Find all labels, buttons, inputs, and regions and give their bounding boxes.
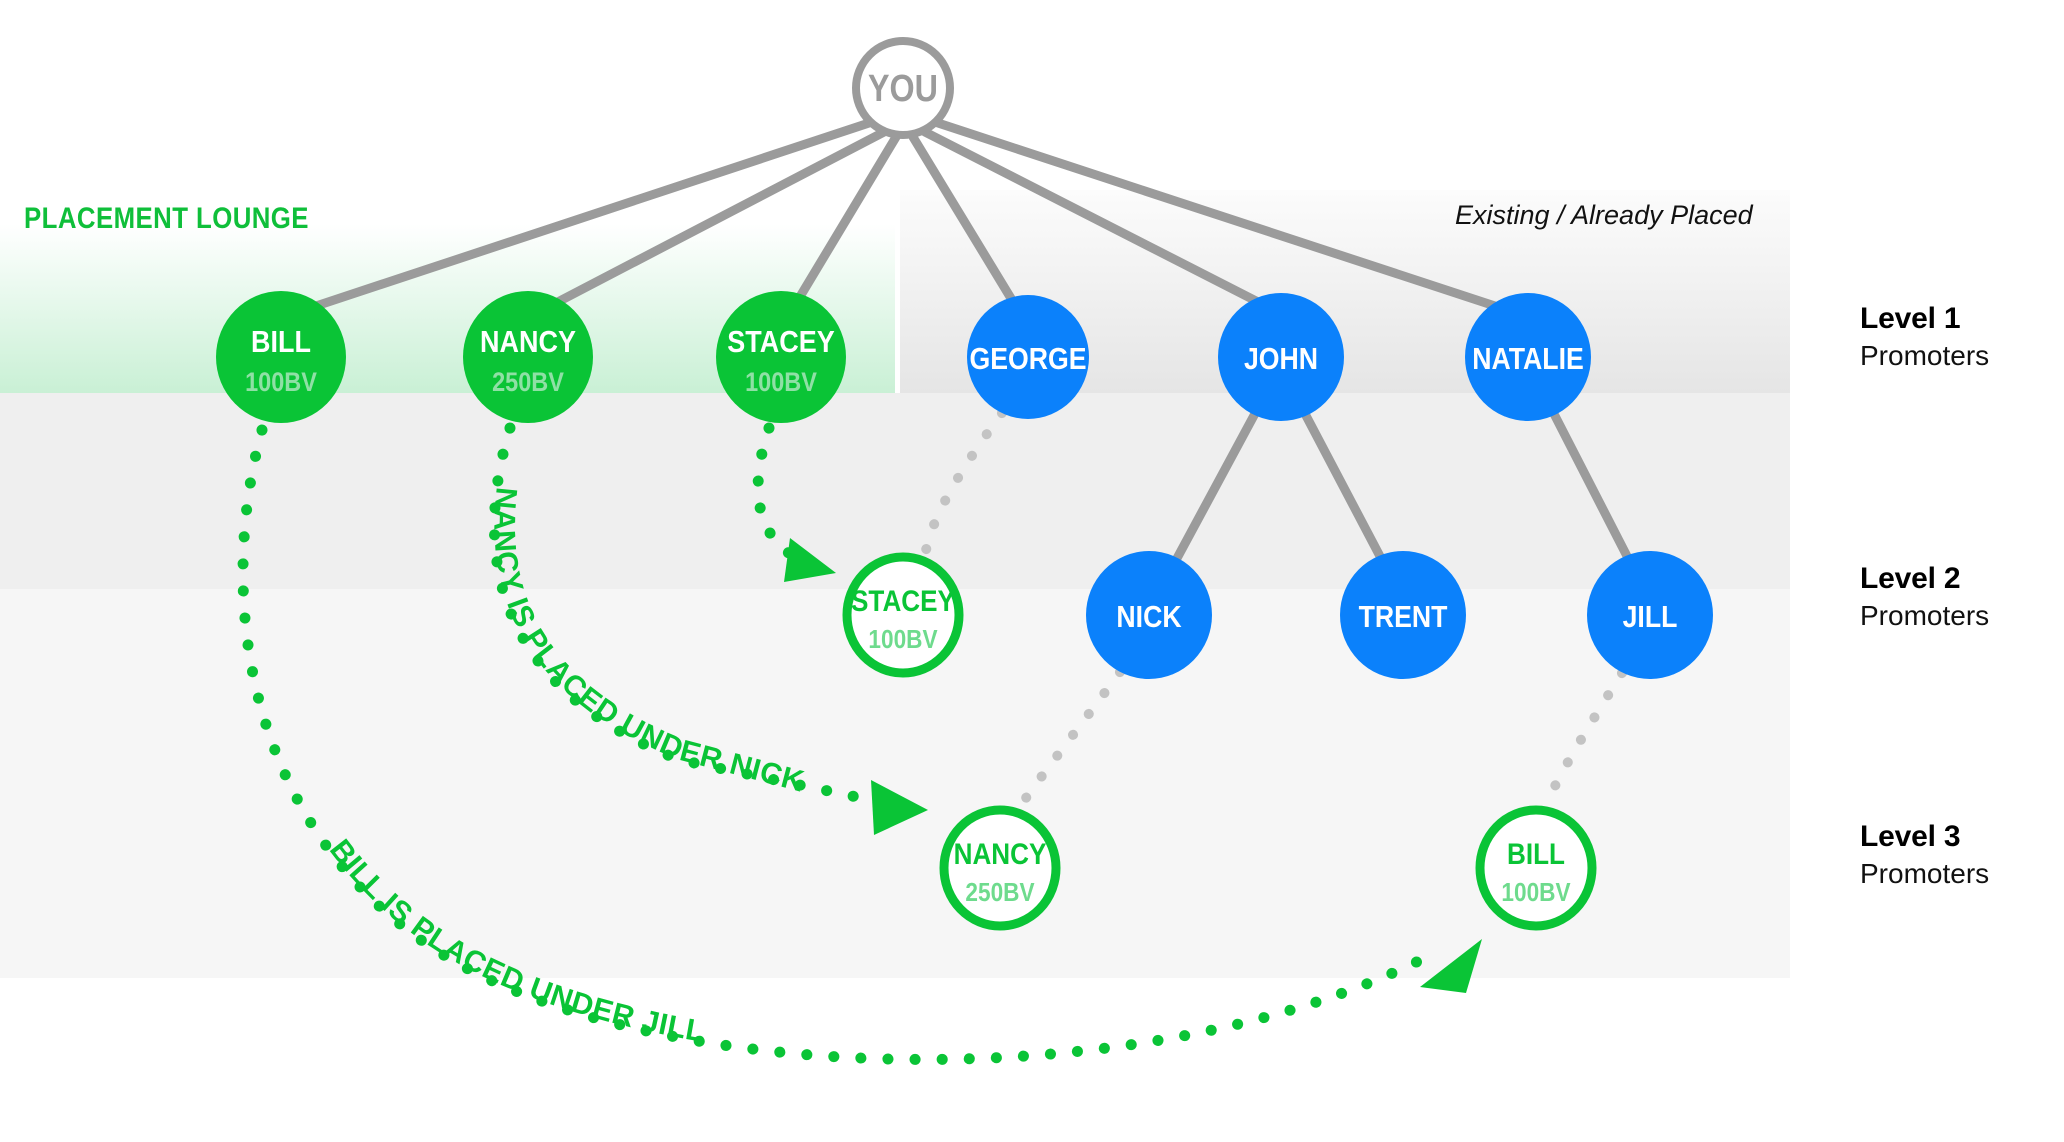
level-1-subtitle: Promoters [1860,339,1990,371]
solid-links [305,117,1635,567]
node-you-label: YOU [868,68,938,110]
node-nick[interactable]: NICK [1086,551,1212,679]
level-1-legend: Level 1 Promoters [1860,300,2064,373]
node-john-name: JOHN [1244,342,1318,376]
node-stacey-placed-name: STACEY [851,584,955,617]
node-nancy-placed-bv: 250BV [965,879,1035,908]
node-george[interactable]: GEORGE [967,295,1089,419]
level-3-title: Level 3 [1860,820,1961,853]
level-2-subtitle: Promoters [1860,599,1990,631]
node-john[interactable]: JOHN [1218,293,1344,421]
node-stacey-placed-bv: 100BV [868,626,938,655]
level-2-legend: Level 2 Promoters [1860,560,2064,633]
node-nancy-placed-name: NANCY [954,837,1047,870]
node-natalie-name: NATALIE [1472,342,1584,376]
node-john-shape [1218,293,1344,421]
existing-already-placed-label: Existing / Already Placed [1455,200,1753,230]
node-stacey-placed[interactable]: STACEY 100BV [842,552,964,678]
node-nancy-lounge-shape [463,291,593,423]
node-nick-shape [1086,551,1212,679]
node-you-circle [852,37,954,139]
dot-george-stacey [920,408,1007,561]
level-3-legend: Level 3 Promoters [1860,818,2064,891]
node-george-shape [967,295,1089,419]
node-trent[interactable]: TRENT [1340,551,1466,679]
level-3-subtitle: Promoters [1860,857,1990,889]
arrow-stacey-path [752,422,826,574]
link-you-george [908,132,1017,305]
node-natalie[interactable]: NATALIE [1465,293,1591,421]
arrow-nancy-path [489,422,906,812]
node-nick-name: NICK [1116,600,1181,634]
node-nancy-lounge-name: NANCY [480,325,576,359]
node-stacey-lounge[interactable]: STACEY 100BV [716,291,846,423]
node-nancy-lounge-bv: 250BV [492,368,564,398]
level-1-title: Level 1 [1860,302,1961,335]
link-you-nancy [547,127,889,310]
link-you-john [920,127,1265,308]
node-nancy-lounge[interactable]: NANCY 250BV [463,291,593,423]
link-natalie-jill [1546,403,1635,567]
level-2-title: Level 2 [1860,562,1961,595]
node-trent-shape [1340,551,1466,679]
link-john-trent [1297,403,1388,567]
node-trent-name: TRENT [1359,600,1448,634]
link-you-bill [305,117,877,313]
node-natalie-shape [1465,293,1591,421]
node-nancy-placed-shape [939,805,1061,931]
gray-dotted-links [920,408,1627,815]
placement-lounge-title: PLACEMENT LOUNGE [24,202,309,235]
node-you[interactable]: YOU [852,37,954,139]
node-bill-placed-name: BILL [1507,837,1565,870]
node-bill-placed[interactable]: BILL 100BV [1475,805,1597,931]
placement-arrows [237,422,1446,1065]
node-bill-lounge-shape [216,291,346,423]
link-you-stacey [793,132,901,305]
dot-jill-bill [1541,668,1627,813]
arrowhead-bill [1420,939,1482,993]
link-john-nick [1170,403,1263,567]
node-bill-lounge-name: BILL [251,325,311,359]
dot-nick-nancy [1013,667,1125,815]
node-bill-placed-bv: 100BV [1501,879,1571,908]
node-stacey-lounge-shape [716,291,846,423]
arrow-bill-path [237,424,1446,1065]
node-jill[interactable]: JILL [1587,551,1713,679]
node-bill-placed-shape [1475,805,1597,931]
node-jill-name: JILL [1623,600,1678,634]
link-you-natalie [930,117,1503,312]
node-bill-lounge-bv: 100BV [245,368,317,398]
placement-arrowheads [784,538,1482,993]
arrowhead-nancy [871,780,928,835]
node-stacey-placed-shape [842,552,964,678]
node-jill-shape [1587,551,1713,679]
arrowhead-stacey [784,538,836,582]
node-nancy-placed[interactable]: NANCY 250BV [939,805,1061,931]
node-george-name: GEORGE [969,342,1086,376]
node-stacey-lounge-name: STACEY [727,325,834,359]
node-stacey-lounge-bv: 100BV [745,368,817,398]
node-bill-lounge[interactable]: BILL 100BV [216,291,346,423]
